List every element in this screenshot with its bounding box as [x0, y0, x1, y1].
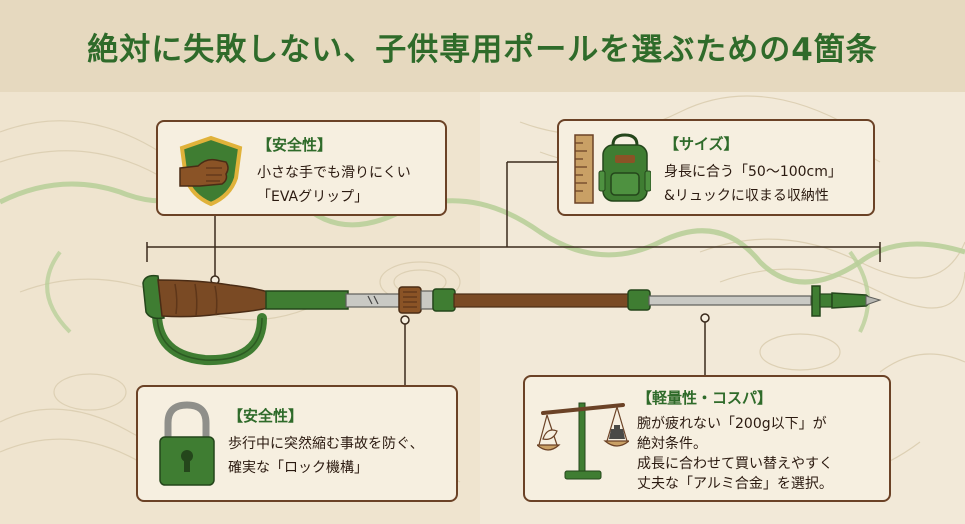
card-lock-line2: 確実な「ロック機構」	[228, 460, 368, 476]
card-weight-line4: 丈夫な「アルミ合金」を選択。	[637, 476, 833, 492]
card-lock-safety: 【安全性】 歩行中に突然縮む事故を防ぐ、 確実な「ロック機構」	[136, 385, 458, 502]
card-weight-line3: 成長に合わせて買い替えやすく	[637, 456, 833, 472]
card-grip-safety: 【安全性】 小さな手でも滑りにくい 「EVAグリップ」	[156, 120, 447, 216]
pole-basket	[811, 285, 821, 317]
card-grip-line1: 小さな手でも滑りにくい	[257, 165, 411, 181]
card-weight-line1: 腕が疲れない「200g以下」が	[637, 416, 827, 432]
title-band	[0, 0, 965, 92]
pole-tip	[831, 292, 871, 309]
card-grip-heading: 【安全性】	[257, 136, 333, 154]
eva-grip	[157, 279, 269, 318]
lock-collar	[398, 286, 422, 314]
card-grip-line2: 「EVAグリップ」	[257, 189, 369, 205]
card-lock-heading: 【安全性】	[228, 407, 304, 425]
card-size: 【サイズ】 身長に合う「50～100cm」 &リュックに収まる収納性	[557, 119, 875, 216]
card-size-heading: 【サイズ】	[664, 135, 739, 153]
card-size-line2: &リュックに収まる収納性	[664, 188, 829, 204]
lower-shaft-section	[648, 295, 812, 306]
silver-joint	[345, 293, 401, 308]
backpack-ruler-icon	[574, 133, 651, 204]
card-weight-cost: 【軽量性・コスパ】 腕が疲れない「200g以下」が 絶対条件。 成長に合わせて買…	[523, 375, 891, 502]
balance-scale-icon	[537, 402, 629, 480]
page-title: 絶対に失敗しない、子供専用ポールを選ぶための4箇条	[87, 32, 878, 68]
padlock-icon	[159, 401, 215, 486]
shield-hand-icon	[179, 135, 243, 206]
upper-shaft-section	[265, 290, 349, 310]
card-lock-line1: 歩行中に突然縮む事故を防ぐ、	[228, 436, 424, 452]
card-weight-heading: 【軽量性・コスパ】	[637, 389, 773, 407]
card-size-line1: 身長に合う「50～100cm」	[664, 164, 842, 180]
card-weight-line2: 絶対条件。	[637, 436, 707, 452]
middle-shaft-section	[453, 293, 631, 308]
